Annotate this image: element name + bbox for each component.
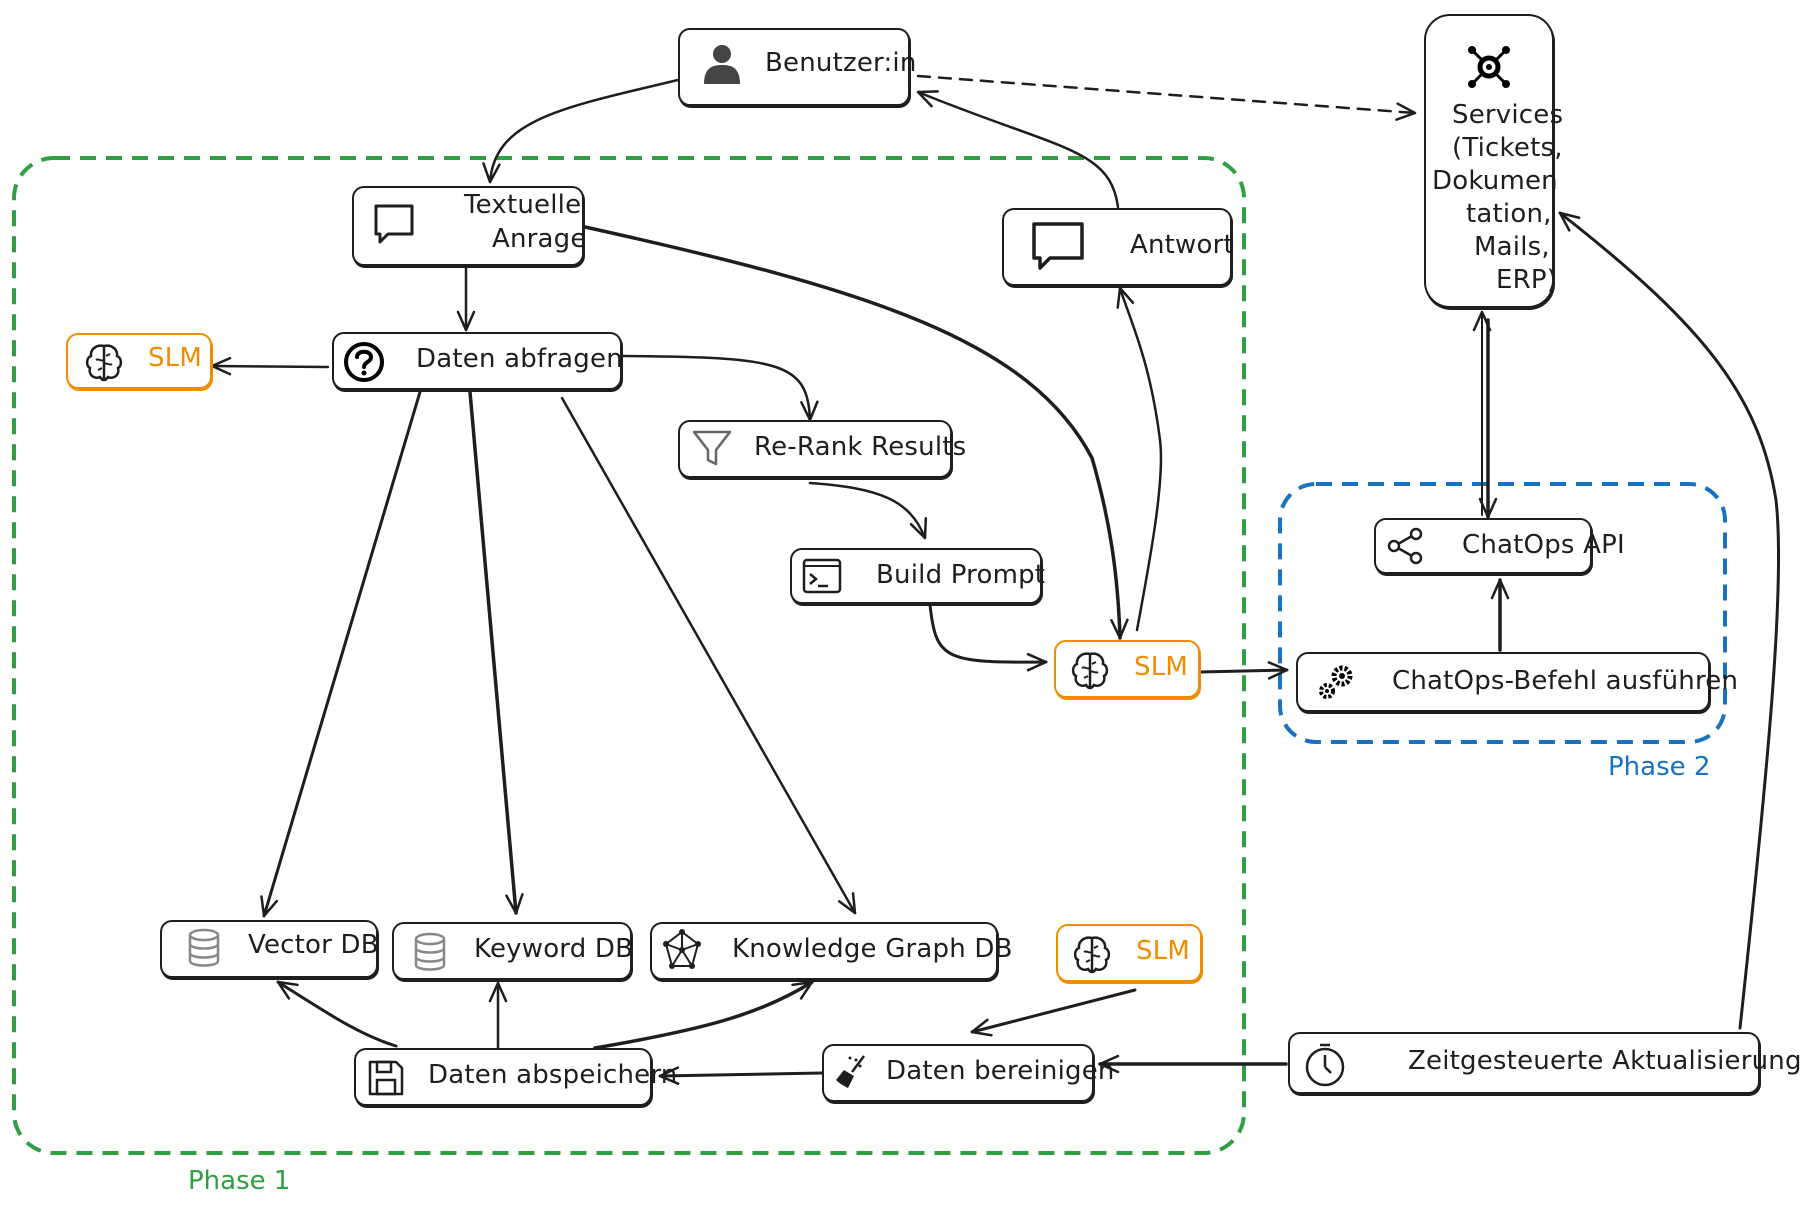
chatops-api-label: ChatOps API xyxy=(1462,530,1625,560)
textuelle-node[interactable] xyxy=(352,186,584,266)
network-gear-icon xyxy=(1466,44,1512,90)
user-label: Benutzer:in xyxy=(765,48,917,78)
edge-textuelle-to-slm-mid xyxy=(583,225,1129,640)
broom-icon xyxy=(830,1050,874,1094)
phase1-label: Phase 1 xyxy=(188,1166,291,1196)
keyword-database-icon xyxy=(408,930,452,974)
slm-mid-node[interactable] xyxy=(1054,640,1200,698)
filter-icon xyxy=(690,426,734,470)
edge-slm-bottom-to-bereinigen xyxy=(970,988,1137,1037)
slm-bottom-brain-icon xyxy=(1070,932,1114,976)
edge-slm-mid-to-befehl xyxy=(1198,661,1289,680)
services-line-5: Mails, xyxy=(1474,232,1550,262)
zeitgesteuert-label: Zeitgesteuerte Aktualisierung xyxy=(1408,1046,1800,1076)
edge-abspeichern-to-kg xyxy=(593,980,814,1050)
services-line-2: (Tickets, xyxy=(1452,133,1563,163)
phase1-region xyxy=(12,156,1246,1155)
daten-bereinigen-label: Daten bereinigen xyxy=(886,1056,1115,1086)
edge-abfragen-to-slm-left xyxy=(210,356,330,376)
edge-abfragen-to-rerank xyxy=(620,354,819,422)
rerank-label: Re-Rank Results xyxy=(754,432,967,462)
textuelle-line-1: Textuelle xyxy=(464,190,582,220)
gears-icon xyxy=(1314,660,1358,704)
timer-icon xyxy=(1300,1040,1350,1090)
antwort-label: Antwort xyxy=(1130,230,1234,260)
slm-mid-label: SLM xyxy=(1134,652,1189,682)
chatops-befehl-node[interactable] xyxy=(1296,652,1710,712)
graph-icon xyxy=(660,928,704,972)
edge-abspeichern-to-vector xyxy=(276,980,398,1048)
antwort-node[interactable] xyxy=(1002,208,1232,286)
edge-slm-mid-to-antwort xyxy=(1116,286,1163,632)
edge-user-to-services xyxy=(916,74,1417,121)
keyword-db-label: Keyword DB xyxy=(474,934,634,964)
edge-antwort-to-user xyxy=(916,90,1120,209)
textuelle-line-2: Anrage xyxy=(492,224,587,254)
daten-bereinigen-node[interactable] xyxy=(822,1044,1094,1102)
chatops-api-node[interactable] xyxy=(1374,518,1592,574)
terminal-icon xyxy=(800,554,844,598)
daten-abspeichern-node[interactable] xyxy=(354,1048,652,1106)
rerank-node[interactable] xyxy=(678,420,952,478)
chatops-befehl-label: ChatOps-Befehl ausführen xyxy=(1392,666,1739,696)
build-prompt-label: Build Prompt xyxy=(876,560,1046,590)
services-line-6: ERP) xyxy=(1496,265,1558,295)
database-icon xyxy=(182,926,226,970)
edge-rerank-to-build xyxy=(808,481,928,540)
build-prompt-node[interactable] xyxy=(790,548,1042,604)
services-line-3: Dokumen xyxy=(1432,166,1558,196)
edge-build-to-slm-mid xyxy=(928,603,1048,672)
edge-abfragen-to-kg xyxy=(560,396,857,915)
antwort-chat-bubble-icon xyxy=(1030,220,1086,274)
daten-abspeichern-label: Daten abspeichern xyxy=(428,1060,678,1090)
user-icon xyxy=(700,40,744,84)
edge-zeit-to-services xyxy=(1558,211,1781,1030)
slm-bottom-node[interactable] xyxy=(1056,924,1202,982)
phase2-region xyxy=(1278,482,1727,744)
services-node[interactable] xyxy=(1424,14,1554,308)
save-icon xyxy=(364,1056,408,1100)
edge-user-to-textuelle xyxy=(482,78,680,184)
services-line-1: Services xyxy=(1452,100,1564,130)
kg-db-node[interactable] xyxy=(650,922,998,980)
chat-bubble-icon xyxy=(372,202,416,246)
zeitgesteuert-node[interactable] xyxy=(1288,1032,1760,1094)
edge-abfragen-to-keyword xyxy=(468,390,524,915)
services-line-4: tation, xyxy=(1466,199,1552,229)
daten-abfragen-label: Daten abfragen xyxy=(416,344,623,374)
brain-icon xyxy=(82,340,126,384)
slm-left-node[interactable] xyxy=(66,333,212,389)
phase2-label: Phase 2 xyxy=(1608,752,1711,782)
vector-db-label: Vector DB xyxy=(248,930,379,960)
slm-mid-brain-icon xyxy=(1068,648,1112,692)
share-icon xyxy=(1384,524,1428,568)
kg-db-label: Knowledge Graph DB xyxy=(732,934,1013,964)
slm-left-label: SLM xyxy=(148,343,203,373)
edge-bereinigen-to-abspeichern xyxy=(658,1066,824,1085)
slm-bottom-label: SLM xyxy=(1136,936,1191,966)
question-circle-icon xyxy=(342,340,386,384)
edge-abfragen-to-vector xyxy=(260,390,422,918)
